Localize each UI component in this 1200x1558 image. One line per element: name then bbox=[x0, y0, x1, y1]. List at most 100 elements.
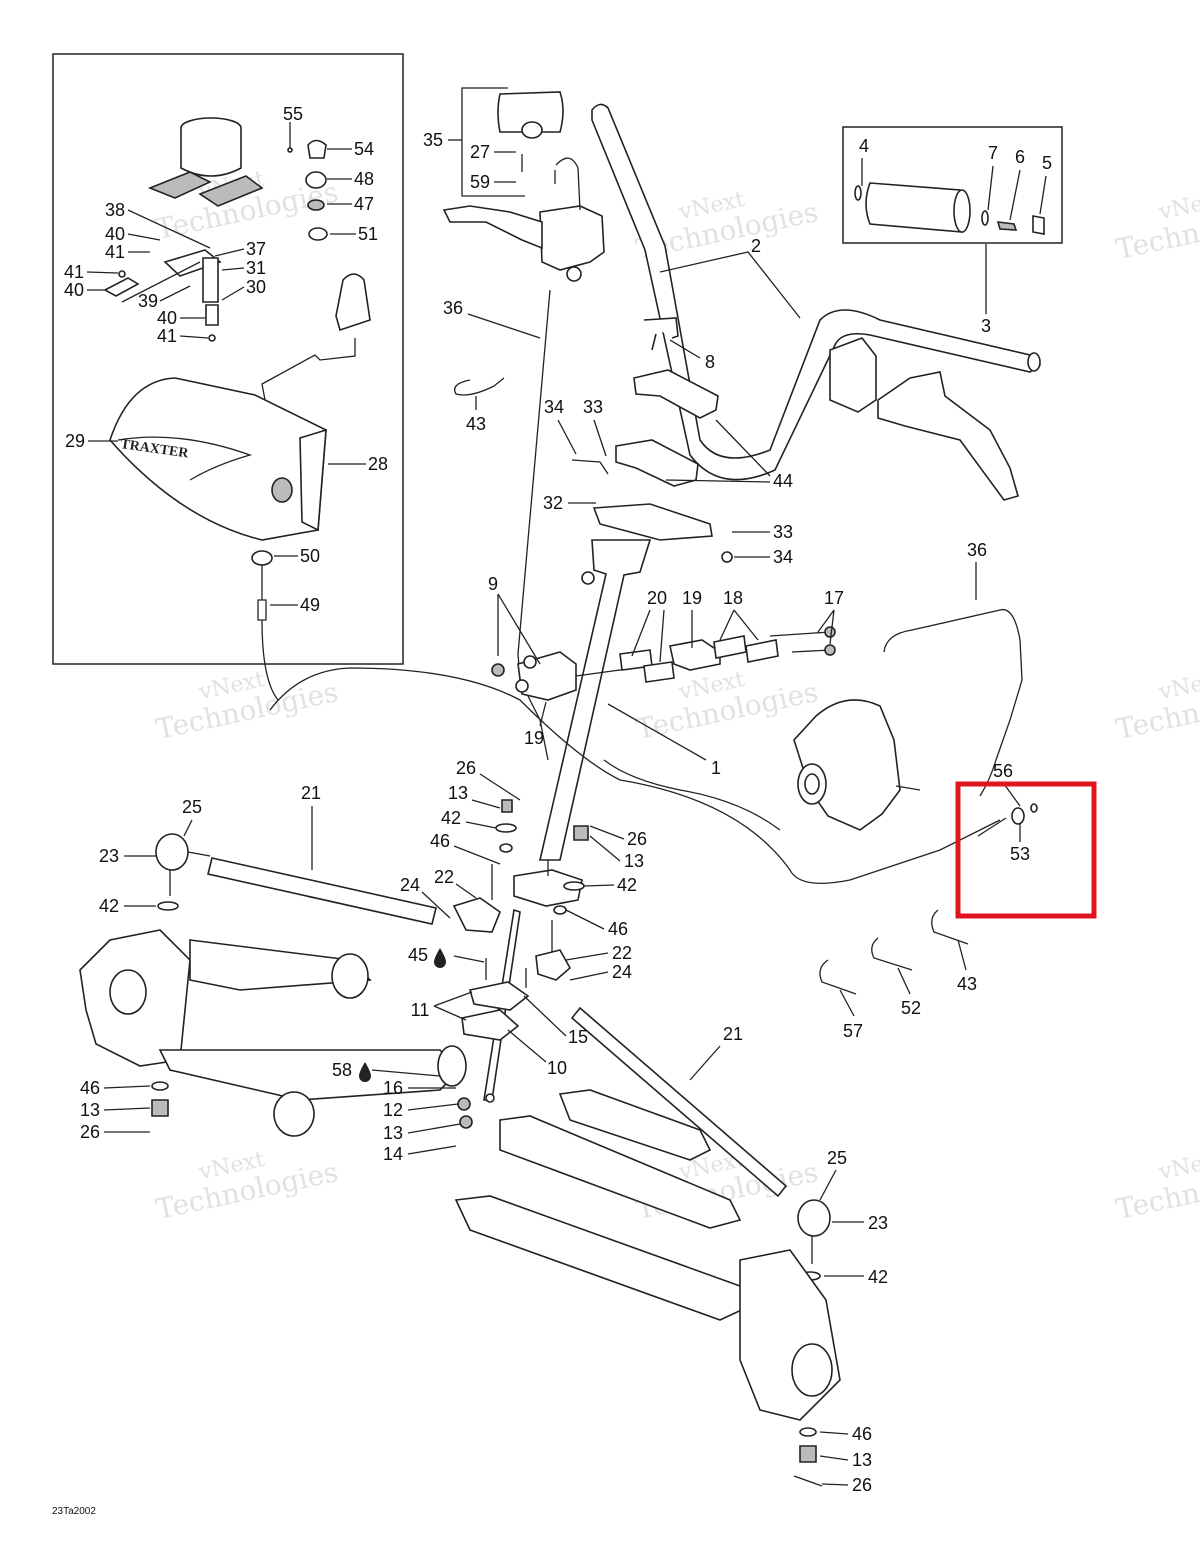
callout-12: 12 bbox=[383, 1100, 403, 1120]
callout-25: 25 bbox=[182, 797, 202, 817]
callout-58: 58 bbox=[332, 1060, 352, 1080]
callout-24: 24 bbox=[400, 875, 420, 895]
callout-14: 14 bbox=[383, 1144, 403, 1164]
callout-45: 45 bbox=[408, 945, 428, 965]
leader-lines bbox=[103, 139, 1047, 1486]
callout-27: 27 bbox=[470, 142, 490, 162]
callout-53: 53 bbox=[1010, 844, 1030, 864]
inset-leaders bbox=[86, 122, 366, 606]
callout-40: 40 bbox=[105, 224, 125, 244]
callout-30: 30 bbox=[246, 277, 266, 297]
callout-16: 16 bbox=[383, 1078, 403, 1098]
callout-47: 47 bbox=[354, 194, 374, 214]
center-hardware bbox=[452, 799, 589, 1129]
throttle-cable bbox=[269, 667, 1001, 884]
callout-5: 5 bbox=[1042, 153, 1052, 173]
callout-49: 49 bbox=[300, 595, 320, 615]
callout-28: 28 bbox=[368, 454, 388, 474]
callout-6: 6 bbox=[1015, 147, 1025, 167]
callout-26: 26 bbox=[627, 829, 647, 849]
diagram-code: 23Ta2002 bbox=[52, 1506, 96, 1517]
callout-41: 41 bbox=[64, 262, 84, 282]
handlebar-clamps bbox=[571, 317, 733, 585]
callout-23: 23 bbox=[868, 1213, 888, 1233]
callout-10: 10 bbox=[547, 1058, 567, 1078]
callout-21: 21 bbox=[723, 1024, 743, 1044]
callout-13: 13 bbox=[448, 783, 468, 803]
callout-31: 31 bbox=[246, 258, 266, 278]
callout-13: 13 bbox=[624, 851, 644, 871]
callout-46: 46 bbox=[80, 1078, 100, 1098]
grip bbox=[854, 182, 1045, 235]
switch-parts-column bbox=[261, 139, 371, 401]
callout-26: 26 bbox=[80, 1122, 100, 1142]
callout-46: 46 bbox=[608, 919, 628, 939]
callout-42: 42 bbox=[99, 896, 119, 916]
steering-column bbox=[483, 539, 652, 1101]
callout-42: 42 bbox=[441, 808, 461, 828]
highlight-box bbox=[955, 781, 1097, 919]
callout-7: 7 bbox=[988, 143, 998, 163]
callout-42: 42 bbox=[617, 875, 637, 895]
fuel-tank-cover: TRAXTER bbox=[109, 377, 327, 701]
handlebar bbox=[591, 103, 1042, 501]
tie-rod-left bbox=[155, 833, 437, 925]
grip-inset-frame bbox=[842, 126, 1063, 244]
callout-40: 40 bbox=[157, 308, 177, 328]
callout-46: 46 bbox=[430, 831, 450, 851]
callout-52: 52 bbox=[901, 998, 921, 1018]
callout-36: 36 bbox=[967, 540, 987, 560]
callout-40: 40 bbox=[64, 280, 84, 300]
callout-24: 24 bbox=[612, 962, 632, 982]
bracket-35 bbox=[461, 87, 525, 197]
callout-39: 39 bbox=[138, 291, 158, 311]
callout-33: 33 bbox=[583, 397, 603, 417]
callout-15: 15 bbox=[568, 1027, 588, 1047]
callout-25: 25 bbox=[827, 1148, 847, 1168]
callout-20: 20 bbox=[647, 588, 667, 608]
callout-26: 26 bbox=[852, 1475, 872, 1495]
callout-55: 55 bbox=[283, 104, 303, 124]
callout-54: 54 bbox=[354, 139, 374, 159]
callout-34: 34 bbox=[544, 397, 564, 417]
callout-3: 3 bbox=[981, 316, 991, 336]
carburetor bbox=[793, 699, 921, 831]
callout-13: 13 bbox=[852, 1450, 872, 1470]
callout-26: 26 bbox=[456, 758, 476, 778]
callout-41: 41 bbox=[157, 326, 177, 346]
callout-44: 44 bbox=[773, 471, 793, 491]
callout-17: 17 bbox=[824, 588, 844, 608]
tie-rod-right bbox=[570, 1006, 831, 1281]
left-knuckle-a-arms bbox=[79, 929, 467, 1137]
right-cable bbox=[883, 608, 1023, 797]
callout-35: 35 bbox=[423, 130, 443, 150]
callout-29: 29 bbox=[65, 431, 85, 451]
callout-57: 57 bbox=[843, 1021, 863, 1041]
callout-19: 19 bbox=[524, 728, 544, 748]
callout-51: 51 bbox=[358, 224, 378, 244]
grease-drop-icon bbox=[359, 1062, 371, 1082]
callout-46: 46 bbox=[852, 1424, 872, 1444]
gauge-tank-inset-frame bbox=[52, 53, 404, 665]
callout-9: 9 bbox=[488, 574, 498, 594]
callout-36: 36 bbox=[443, 298, 463, 318]
callout-19: 19 bbox=[682, 588, 702, 608]
callout-22: 22 bbox=[612, 943, 632, 963]
callout-18: 18 bbox=[723, 588, 743, 608]
callout-13: 13 bbox=[383, 1123, 403, 1143]
callout-48: 48 bbox=[354, 169, 374, 189]
callout-56: 56 bbox=[993, 761, 1013, 781]
callout-41: 41 bbox=[105, 242, 125, 262]
callout-13: 13 bbox=[80, 1100, 100, 1120]
grease-drop-icon bbox=[434, 948, 446, 968]
callout-38: 38 bbox=[105, 200, 125, 220]
cable-ties bbox=[453, 377, 969, 995]
callout-32: 32 bbox=[543, 493, 563, 513]
callout-23: 23 bbox=[99, 846, 119, 866]
callout-33: 33 bbox=[773, 522, 793, 542]
left-brake-lever bbox=[442, 91, 605, 282]
callout-50: 50 bbox=[300, 546, 320, 566]
parts-56-53 bbox=[977, 803, 1038, 837]
